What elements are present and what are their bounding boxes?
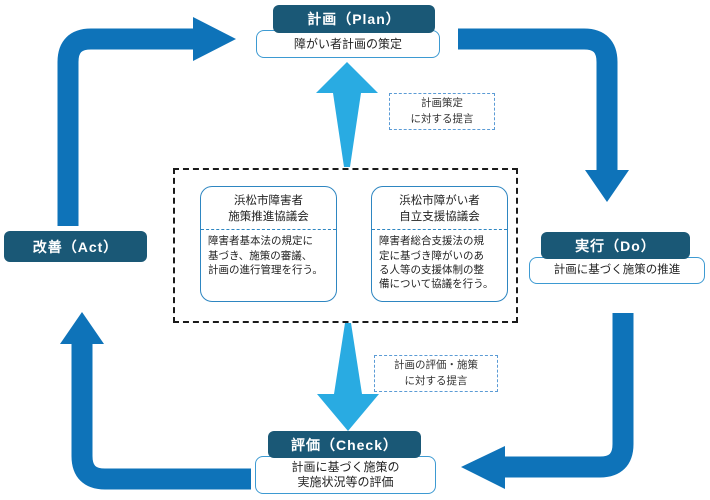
plan-stage-detail: 障がい者計画の策定 — [256, 30, 440, 58]
cycle-arrow-plan-to-do — [458, 28, 618, 171]
check-stage-detail: 計画に基づく施策の 実施状況等の評価 — [255, 456, 436, 494]
cycle-arrowhead-check-to-act — [60, 312, 104, 344]
cycle-arrowhead-act-to-plan — [193, 17, 236, 61]
check-stage-header: 評価（Check） — [268, 431, 421, 458]
council-description: 障害者総合支援法の規 定に基づき障がいのあ る人等の支援体制の整 備について協議… — [379, 235, 494, 291]
councils-frame — [173, 168, 518, 323]
suggestion-arrow-up — [316, 62, 378, 167]
cycle-arrow-check-to-act — [71, 343, 251, 490]
cycle-arrow-act-to-plan — [57, 28, 194, 226]
council-card-jiritsu-shien: 浜松市障がい者 自立支援協議会 障害者総合支援法の規 定に基づき障がいのあ る人… — [371, 186, 508, 302]
act-stage-header: 改善（Act） — [4, 231, 147, 262]
suggestion-arrow-down — [317, 323, 379, 431]
cycle-arrowhead-do-to-check — [461, 446, 505, 489]
council-divider — [201, 229, 336, 231]
plan-suggestion-note: 計画策定 に対する提言 — [389, 93, 495, 130]
plan-stage-header: 計画（Plan） — [273, 5, 435, 33]
do-stage-detail: 計画に基づく施策の推進 — [529, 257, 705, 284]
council-description: 障害者基本法の規定に 基づき、施策の審議、 計画の進行管理を行う。 — [208, 235, 323, 276]
check-suggestion-note: 計画の評価・施策 に対する提言 — [374, 355, 498, 392]
council-divider — [372, 229, 507, 231]
cycle-arrow-do-to-check — [504, 313, 634, 478]
council-name: 浜松市障害者 施策推進協議会 — [228, 195, 309, 223]
do-stage-header: 実行（Do） — [541, 232, 690, 259]
council-card-shisaku-suishin: 浜松市障害者 施策推進協議会 障害者基本法の規定に 基づき、施策の審議、 計画の… — [200, 186, 337, 302]
council-name: 浜松市障がい者 自立支援協議会 — [399, 195, 480, 223]
cycle-arrowhead-plan-to-do — [585, 170, 629, 202]
